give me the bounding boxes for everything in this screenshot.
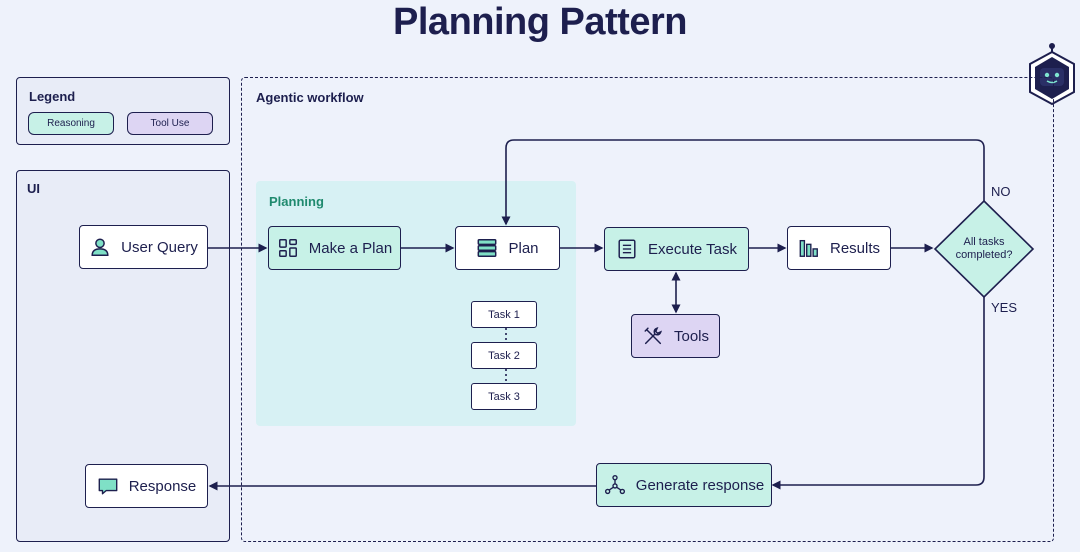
- legend-reasoning: Reasoning: [28, 112, 114, 135]
- bar-chart-icon: [799, 239, 818, 257]
- page-title: Planning Pattern: [393, 1, 687, 43]
- user-icon: [91, 238, 109, 256]
- user-query-node[interactable]: User Query: [79, 225, 208, 269]
- decision-no-label: NO: [991, 184, 1011, 199]
- plan-node[interactable]: Plan: [455, 226, 560, 270]
- grid-layout-icon: [278, 239, 297, 257]
- generate-response-label: Generate response: [635, 476, 765, 494]
- execute-task-node[interactable]: Execute Task: [604, 227, 749, 271]
- planning-label: Planning: [269, 194, 324, 209]
- document-icon: [618, 239, 636, 259]
- chat-bubble-icon: [98, 478, 118, 495]
- plan-label: Plan: [508, 239, 539, 257]
- make-plan-node[interactable]: Make a Plan: [268, 226, 401, 270]
- decision-line2: completed?: [955, 249, 1013, 261]
- user-query-label: User Query: [121, 238, 198, 256]
- results-node[interactable]: Results: [787, 226, 891, 270]
- make-plan-label: Make a Plan: [308, 239, 393, 257]
- task-1[interactable]: Task 1: [471, 301, 537, 328]
- edge-loop-no: [501, 139, 985, 226]
- workflow-label: Agentic workflow: [256, 90, 364, 105]
- generate-response-node[interactable]: Generate response: [596, 463, 772, 507]
- legend-label: Legend: [29, 89, 76, 104]
- task-3[interactable]: Task 3: [471, 383, 537, 410]
- decision-yes-label: YES: [991, 300, 1018, 315]
- ui-label: UI: [27, 181, 40, 196]
- stack-icon: [478, 239, 497, 257]
- task-2[interactable]: Task 2: [471, 342, 537, 369]
- execute-task-label: Execute Task: [648, 240, 737, 258]
- tools-icon: [644, 326, 662, 345]
- decision-line1: All tasks: [963, 236, 1005, 248]
- network-icon: [604, 474, 625, 495]
- response-label: Response: [128, 477, 197, 495]
- agentic-workflow-container: Agentic workflow: [241, 77, 1054, 542]
- decision-diamond: [933, 199, 1035, 299]
- results-label: Results: [829, 239, 881, 257]
- legend-tool-use: Tool Use: [127, 112, 213, 135]
- response-node[interactable]: Response: [85, 464, 208, 508]
- edge-yes-to-generate: [771, 297, 985, 490]
- tools-node[interactable]: Tools: [631, 314, 720, 358]
- legend-panel: Legend Reasoning Tool Use: [16, 77, 230, 145]
- tools-label: Tools: [673, 327, 710, 345]
- decision-text: All tasks completed?: [944, 236, 1024, 262]
